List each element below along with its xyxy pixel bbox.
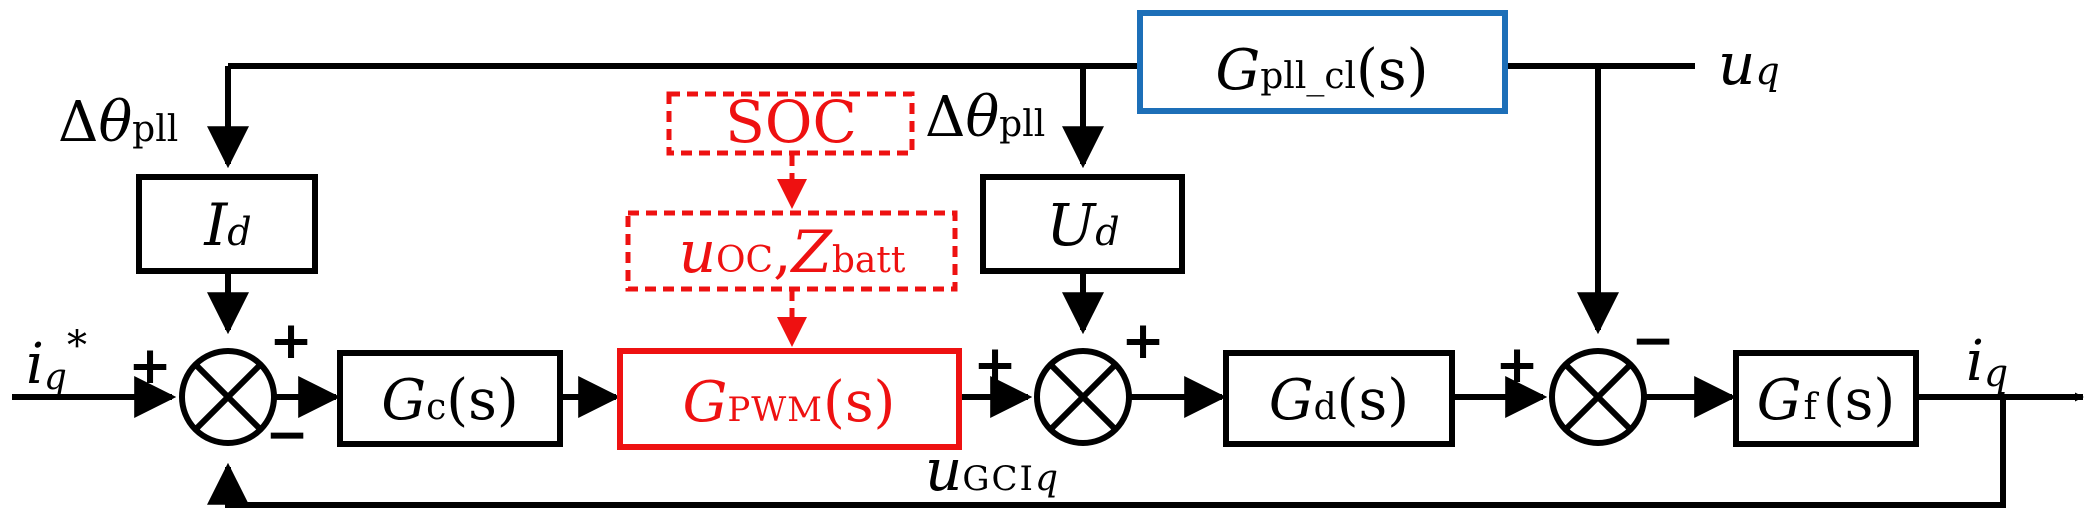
sign-sum3-left: +: [1495, 335, 1539, 395]
sign-sum1-bottom: −: [265, 405, 309, 465]
sum-junction-1: [179, 348, 277, 446]
block-uoc-zbatt: [625, 210, 958, 292]
block-soc: [666, 91, 915, 156]
block-gc-label: Gc(s): [381, 368, 518, 433]
block-pll-cl: [1137, 10, 1508, 114]
block-gc: [337, 350, 563, 447]
block-soc-label: SOC: [725, 88, 857, 156]
label-dtheta-pll-left: Δθpll: [58, 90, 178, 155]
wire-bottom-feedback: [207, 397, 2006, 508]
label-dtheta-pll-mid: Δθpll: [925, 85, 1045, 150]
label-ugciq: uGCIq: [925, 436, 1058, 504]
label-iq-ref: iq*: [26, 323, 87, 398]
block-id: [136, 174, 318, 274]
sign-sum1-top: +: [269, 311, 313, 371]
block-gd-label: Gd(s): [1269, 368, 1409, 433]
block-pll-cl-label: Gpll_cl(s): [1216, 38, 1429, 103]
sign-sum2-left: +: [973, 335, 1017, 395]
sign-sum1-left: +: [128, 336, 172, 396]
sum-junction-2: [1034, 348, 1132, 446]
wires: [12, 63, 2084, 508]
sum-junction-3: [1549, 348, 1647, 446]
block-ud: [980, 174, 1185, 274]
block-gf: [1733, 350, 1919, 447]
block-gpwm-label: GPWM(s): [683, 370, 896, 435]
block-gpwm: [617, 348, 962, 450]
block-uoc-zbatt-label: uOC,Zbatt: [679, 218, 906, 286]
sign-sum3-top: −: [1631, 311, 1675, 371]
block-gd: [1223, 350, 1455, 447]
block-gf-label: Gf(s): [1757, 368, 1896, 433]
label-iq-out: iq: [1966, 329, 2008, 395]
sign-sum2-top: +: [1121, 311, 1165, 371]
block-id-label: Id: [203, 191, 251, 259]
label-uq: uq: [1718, 30, 1780, 98]
block-ud-label: Ud: [1046, 191, 1119, 259]
